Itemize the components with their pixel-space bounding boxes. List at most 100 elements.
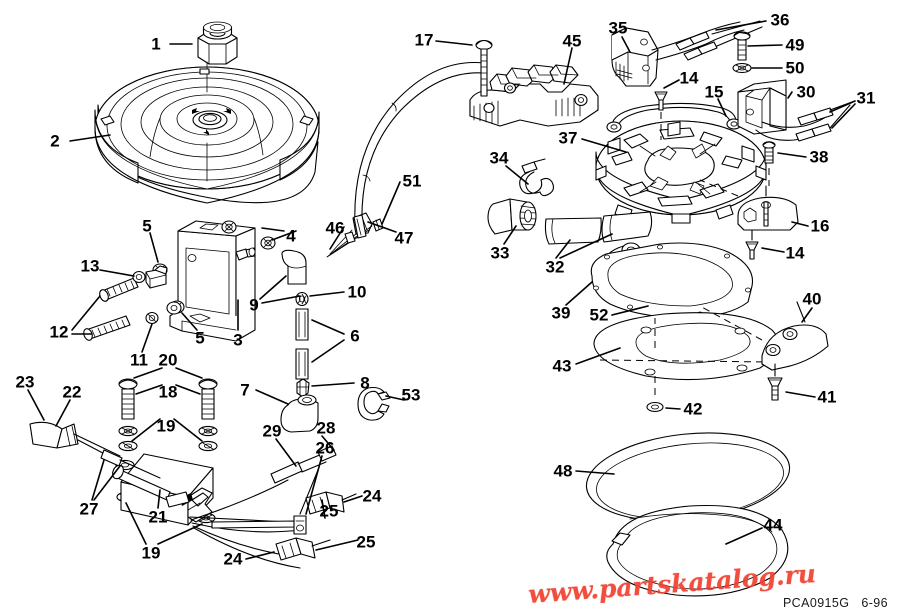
connector-clip-8-art (296, 378, 310, 398)
flywheel-nut-art (197, 21, 238, 65)
callout-lead-junction: 46 (325, 218, 345, 238)
callout-bolt-coil: 20 (158, 350, 178, 370)
grommet-halves-32-art (544, 211, 653, 245)
callout-ground-wire: 26 (315, 438, 335, 458)
callout-screw-stop-block: 41 (817, 387, 837, 407)
callout-screw-plate: 38 (809, 147, 829, 167)
washer-42-art (646, 401, 664, 413)
callout-lead-connector-a: 24 (362, 486, 382, 506)
callout-lockwasher: 11 (130, 350, 148, 370)
callout-boot-terminal-b: 25 (356, 532, 376, 552)
callout-primary-lead: 29 (262, 421, 282, 441)
callout-sensor-cover: 16 (810, 216, 830, 236)
callout-screw-sensor-lower: 14 (785, 243, 805, 263)
ground-bracket-13-art (132, 265, 168, 289)
gasket-plate-art (590, 242, 754, 319)
callout-screws-pair: 12 (49, 322, 69, 342)
ignition-coil-35-art (611, 20, 763, 87)
callout-plug-lead: 23 (15, 372, 35, 392)
callout-screw-pointer: 52 (589, 305, 609, 325)
bolt-20b-art (198, 378, 218, 420)
cap-lead-9-art (281, 249, 307, 285)
drawing-date-text: 6-96 (861, 596, 888, 610)
callout-washer-lower: 5 (195, 328, 205, 348)
screw-38-art (762, 141, 776, 186)
callout-timing-pointer: 39 (551, 303, 571, 323)
callout-coil-leads: 31 (856, 88, 876, 108)
callout-connector-clip: 8 (360, 373, 370, 393)
stop-block-40-art (699, 301, 829, 371)
sensor-cover-16-art (699, 179, 799, 231)
rubber-boot-7-art (280, 394, 319, 433)
callout-washer-upper: 5 (142, 216, 152, 236)
callout-terminal-pins: 6 (350, 326, 360, 346)
retainer-plate-43-art (593, 312, 780, 400)
callout-washer-coil-mid: 19 (156, 416, 176, 436)
callout-grommet: 10 (347, 282, 367, 302)
callout-screw-charge-coil: 49 (785, 35, 805, 55)
connector-24a-art (305, 491, 357, 515)
callout-flywheel: 2 (50, 131, 60, 151)
callout-connector-pin: 51 (402, 171, 422, 191)
callout-coil-lead-wire: 36 (770, 10, 790, 30)
callout-coil-mounting-bracket: 45 (562, 31, 582, 51)
callout-washer-coil-upper: 18 (158, 382, 178, 402)
callout-retainer-plate: 43 (552, 356, 572, 376)
leader-lines (27, 20, 856, 560)
callout-terminal-pin: 47 (394, 228, 414, 248)
callout-grommet-halves: 32 (545, 257, 565, 277)
callout-ignition-coil-assy: 35 (608, 18, 628, 38)
callout-boot-terminal-a: 25 (319, 501, 339, 521)
screw-41-art (767, 363, 783, 401)
callout-charge-coil: 30 (796, 82, 816, 102)
callout-cable-fitting: 33 (490, 243, 510, 263)
washers-18-art (118, 425, 218, 437)
connector-24b-art (275, 537, 331, 561)
terminal-pins-6-art (295, 308, 309, 380)
callout-spring-clip: 34 (489, 148, 509, 168)
flywheel-art (94, 61, 320, 204)
bolt-20a-art (118, 378, 138, 420)
screw-49-art (733, 31, 751, 61)
callout-washer-coil-lower: 19 (141, 543, 161, 563)
callout-retaining-ring: 48 (553, 461, 573, 481)
callout-split-ring: 44 (763, 515, 783, 535)
screw-14a-art (654, 91, 668, 140)
callout-washer-small: 42 (683, 399, 703, 419)
retaining-clip-53-art (357, 386, 391, 421)
drawing-code-text: PCA0915G (782, 596, 850, 610)
callout-spark-plug-boot: 22 (62, 382, 82, 402)
drawing-code: PCA0915G 6-96 (783, 596, 888, 610)
callout-screw-upper: 4 (286, 226, 296, 246)
screws-4-art (221, 220, 276, 250)
callout-retaining-clip: 53 (401, 385, 421, 405)
callout-terminal-sleeve: 27 (79, 499, 99, 519)
charge-coil-30-art (737, 79, 853, 142)
callout-retainer-strap: 15 (704, 82, 724, 102)
cable-fitting-33-art (487, 198, 537, 235)
callout-high-tension-lead: 17 (414, 30, 434, 50)
callout-ignition-coil: 21 (148, 507, 168, 527)
spring-clip-34-art (519, 158, 555, 197)
sleeve-25-art (165, 491, 190, 508)
terminal-pin-47-art (353, 214, 367, 239)
callout-armature-plate: 37 (558, 128, 578, 148)
power-pack-art (169, 220, 256, 342)
ignition-coil-21-art (120, 453, 301, 569)
ground-wire-26-art (211, 469, 319, 535)
callout-power-pack: 3 (233, 330, 243, 350)
grommet-10-art (295, 291, 309, 307)
split-ring-44-art (606, 504, 789, 597)
callout-bracket-ground: 13 (80, 256, 100, 276)
primary-lead-29-art (270, 445, 337, 484)
callout-screw-stator-upper: 14 (679, 68, 699, 88)
screws-12-art (83, 277, 139, 341)
callout-washer-charge-coil: 50 (785, 58, 805, 78)
callout-cap-lead: 9 (249, 295, 259, 315)
armature-plate-37-art (595, 120, 767, 224)
washer-50-art (732, 62, 752, 74)
coil-bracket-45-art (469, 39, 599, 127)
callout-lead-connector-b: 24 (223, 549, 243, 569)
